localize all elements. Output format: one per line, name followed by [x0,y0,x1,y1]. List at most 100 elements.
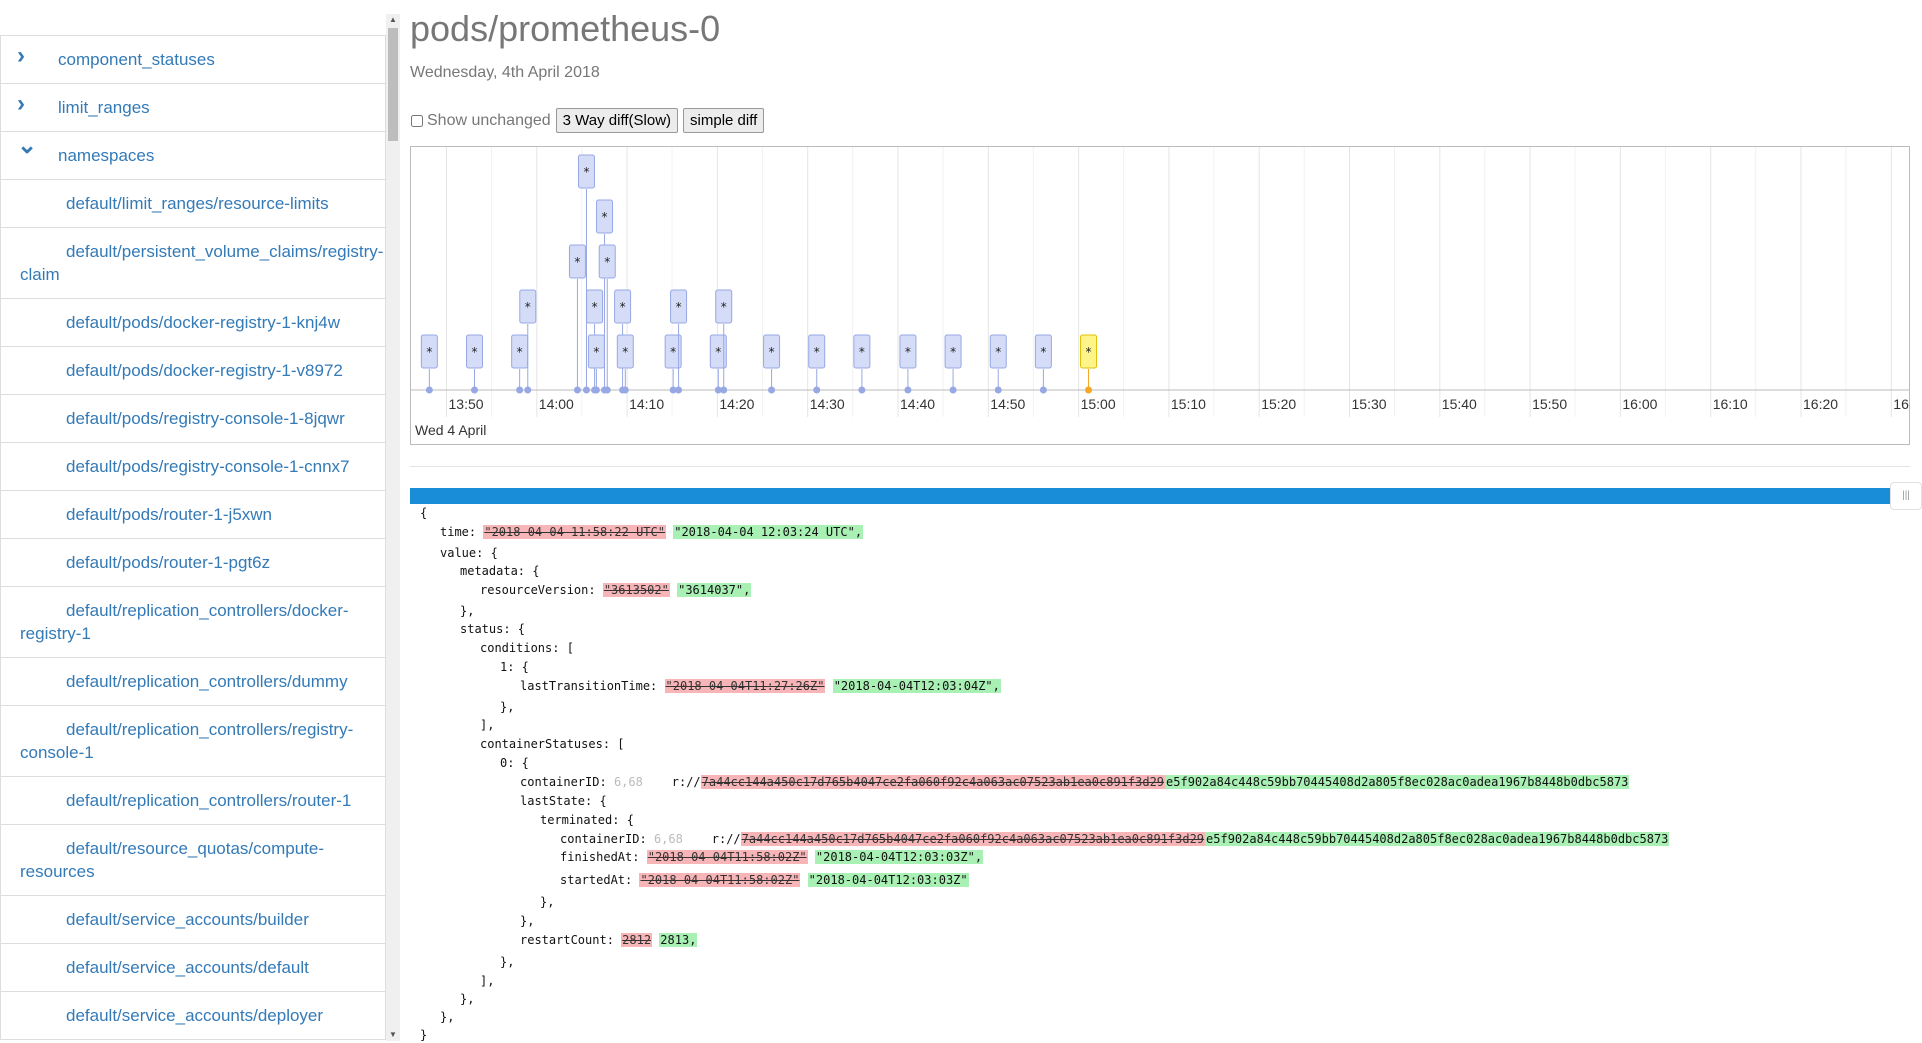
timeline-event[interactable] [598,244,616,279]
timeline-event-dot[interactable] [1085,386,1093,394]
timeline-event[interactable] [465,334,483,369]
timeline-event-dot[interactable] [720,386,728,394]
timeline-event-glyph[interactable]: * [592,300,598,314]
timeline-event-glyph[interactable]: * [471,345,477,359]
sidebar-item[interactable]: default/pods/router-1-j5xwn [0,491,386,539]
timeline-event-glyph[interactable]: * [995,345,1001,359]
timeline-event[interactable] [853,334,871,369]
timeline-event-glyph[interactable]: * [715,345,721,359]
timeline-event-glyph[interactable]: * [814,345,820,359]
timeline-event-glyph[interactable]: * [769,345,775,359]
sidebar-item[interactable]: default/pods/registry-console-1-cnnx7 [0,443,386,491]
timeline-event-dot[interactable] [592,386,600,394]
timeline-event[interactable] [944,334,962,369]
sidebar-item[interactable]: default/service_accounts/deployer [0,992,386,1040]
timeline-event-glyph[interactable]: * [593,345,599,359]
timeline-event-dot[interactable] [904,386,912,394]
sidebar-item[interactable]: default/pods/docker-registry-1-knj4w [0,299,386,347]
timeline-event-glyph[interactable]: * [620,300,626,314]
sidebar-item[interactable]: default/replication_controllers/registry… [0,706,386,777]
timeline-event-glyph[interactable]: * [1086,345,1092,359]
timeline-event-dot[interactable] [669,386,677,394]
timeline-event[interactable] [715,289,733,324]
timeline-event-dot[interactable] [603,386,611,394]
timeline-event-glyph[interactable]: * [676,300,682,314]
sidebar-item[interactable]: ›limit_ranges [0,84,386,132]
show-unchanged-checkbox[interactable] [411,114,423,127]
timeline-event[interactable] [808,334,826,369]
timeline-event-dot[interactable] [470,386,478,394]
timeline-event[interactable] [763,334,781,369]
timeline-event[interactable] [709,334,727,369]
timeline-event[interactable] [664,334,682,369]
timeline-event-glyph[interactable]: * [602,210,608,224]
sidebar-item[interactable]: ›component_statuses [0,36,386,84]
chevron-right-icon[interactable]: › [17,90,25,117]
timeline-event[interactable] [899,334,917,369]
timeline-event-dot[interactable] [573,386,581,394]
timeline-event-dot[interactable] [425,386,433,394]
timeline-event-glyph[interactable]: * [574,255,580,269]
timeline-event-dot[interactable] [949,386,957,394]
sidebar-item[interactable]: default/service_accounts/default [0,944,386,992]
timeline-event[interactable] [596,199,614,234]
sidebar-item[interactable]: default/replication_controllers/dummy [0,658,386,706]
sidebar-item[interactable]: default/replication_controllers/router-1 [0,777,386,825]
scroll-up-icon[interactable]: ▲ [389,15,397,24]
sidebar-scrollbar[interactable]: ▲ ▼ [386,14,400,1041]
progress-handle-icon[interactable]: ||| [1890,482,1922,510]
timeline-event-glyph[interactable]: * [905,345,911,359]
timeline-event-glyph[interactable]: * [604,255,610,269]
timeline-event-glyph[interactable]: * [583,165,589,179]
timeline-event-glyph[interactable]: * [859,345,865,359]
show-unchanged-label[interactable]: Show unchanged [427,111,551,129]
simple-diff-button[interactable]: simple diff [683,108,765,133]
timeline-event-dot[interactable] [768,386,776,394]
timeline-event-dot[interactable] [858,386,866,394]
timeline-event[interactable] [577,154,595,189]
timeline-event-dot[interactable] [524,386,532,394]
timeline-event-dot[interactable] [675,386,683,394]
timeline-event[interactable] [989,334,1007,369]
timeline-event-glyph[interactable]: * [426,345,432,359]
sidebar-item[interactable]: default/service_accounts/builder [0,896,386,944]
sidebar-item[interactable]: default/resource_quotas/compute-resource… [0,825,386,896]
timeline-event-dot[interactable] [714,386,722,394]
timeline-event[interactable] [1034,334,1052,369]
timeline-event[interactable] [616,334,634,369]
timeline-event-selected[interactable] [1080,334,1098,369]
timeline-event[interactable] [420,334,438,369]
timeline-event[interactable] [670,289,688,324]
timeline-event[interactable] [586,289,604,324]
timeline-event-glyph[interactable]: * [670,345,676,359]
scrollbar-thumb[interactable] [388,28,398,141]
timeline-event-glyph[interactable]: * [950,345,956,359]
timeline-event[interactable] [614,289,632,324]
timeline-event[interactable] [519,289,537,324]
diff-progress-bar[interactable] [410,488,1902,504]
timeline-event-glyph[interactable]: * [1040,345,1046,359]
scroll-down-icon[interactable]: ▼ [389,1030,397,1039]
timeline-event-dot[interactable] [516,386,524,394]
timeline-event-glyph[interactable]: * [517,345,523,359]
sidebar-item[interactable]: default/limit_ranges/resource-limits [0,180,386,228]
chevron-right-icon[interactable]: › [17,42,25,69]
chevron-down-icon[interactable]: ⌄ [17,132,38,159]
sidebar-item[interactable]: default/pods/router-1-pgt6z [0,539,386,587]
timeline-event-dot[interactable] [813,386,821,394]
timeline-event-dot[interactable] [621,386,629,394]
sidebar-item[interactable]: default/persistent_volume_claims/registr… [0,228,386,299]
sidebar-item[interactable]: default/pods/registry-console-1-8jqwr [0,395,386,443]
sidebar-item[interactable]: default/pods/docker-registry-1-v8972 [0,347,386,395]
timeline-event-dot[interactable] [582,386,590,394]
sidebar-item[interactable]: ⌄namespaces [0,132,386,180]
timeline-event-glyph[interactable]: * [622,345,628,359]
timeline-event-dot[interactable] [1039,386,1047,394]
timeline-event-glyph[interactable]: * [721,300,727,314]
sidebar-item[interactable]: default/replication_controllers/docker-r… [0,587,386,658]
timeline-event[interactable] [568,244,586,279]
timeline-event-glyph[interactable]: * [525,300,531,314]
three-way-diff-button[interactable]: 3 Way diff(Slow) [555,108,679,133]
